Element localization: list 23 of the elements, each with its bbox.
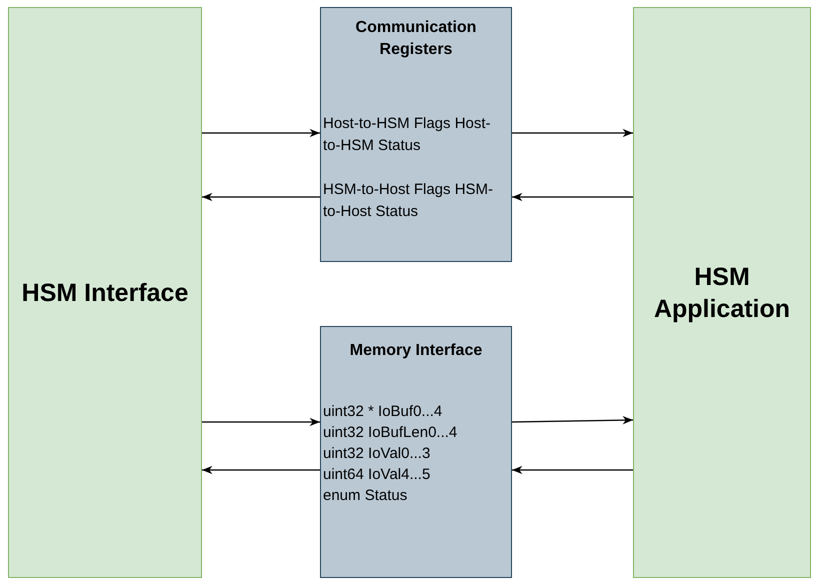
field-line: uint32 IoVal0...3	[323, 444, 430, 464]
field-line: uint64 IoVal4...5	[323, 465, 430, 485]
component-title: HSM Application	[652, 262, 792, 324]
box-title: Memory Interface	[348, 341, 484, 361]
component-title: HSM Interface	[20, 278, 190, 308]
field-line: uint32 * IoBuf0...4	[323, 402, 442, 422]
register-list: Host-to-HSM Flags Host-to-HSM Status	[323, 113, 499, 157]
arrow	[512, 416, 634, 424]
component-box	[633, 7, 811, 578]
arrow	[202, 466, 320, 474]
arrow	[202, 128, 320, 138]
register-box	[320, 7, 512, 262]
arrow	[512, 466, 633, 474]
arrow	[202, 418, 320, 426]
field-line: uint32 IoBufLen0...4	[323, 423, 458, 443]
box-title: Communication Registers	[354, 18, 478, 60]
field-line: enum Status	[323, 486, 408, 506]
component-box	[8, 7, 202, 578]
arrow	[512, 192, 633, 202]
register-list: HSM-to-Host Flags HSM-to-Host Status	[323, 179, 499, 223]
register-box	[320, 326, 512, 578]
arrow	[512, 128, 633, 138]
arrow	[202, 192, 320, 202]
